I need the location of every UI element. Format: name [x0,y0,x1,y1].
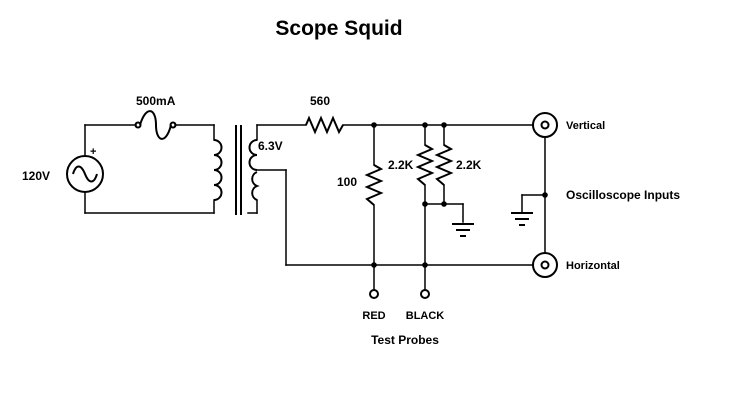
shunt-resistor-label: 100 [337,175,357,189]
divider-resistor-a-symbol [415,144,435,186]
series-resistor-label: 560 [310,94,330,108]
diagram-title: Scope Squid [275,17,402,40]
source-voltage-label: 120V [22,169,50,183]
black-probe-terminal [420,289,430,299]
divider-resistor-a-label: 2.2K [388,158,414,172]
divider-resistor-b-label: 2.2K [456,158,482,172]
divider-ground-icon [452,223,474,237]
secondary-circuit-wires [256,124,546,291]
scope-inputs-label: Oscilloscope Inputs [566,188,680,202]
red-probe-terminal [369,289,379,299]
fuse-symbol [134,110,177,140]
horizontal-input-label: Horizontal [566,260,620,272]
transformer-symbol [213,125,260,215]
horizontal-bnc-connector [532,252,558,278]
scope-ground-icon [511,212,533,226]
probe-red-label: RED [362,310,385,322]
polarity-plus-label: + [90,146,96,158]
test-probes-label: Test Probes [371,333,439,347]
divider-resistor-b-symbol [434,144,454,186]
junction-dots [371,122,548,268]
series-resistor-symbol [305,115,344,135]
shunt-resistor-symbol [364,164,384,206]
probe-black-label: BLACK [406,310,445,322]
secondary-voltage-label: 6.3V [258,139,283,153]
fuse-rating-label: 500mA [136,94,176,108]
vertical-input-label: Vertical [566,120,605,132]
vertical-bnc-connector [532,112,558,138]
primary-circuit-wires [84,124,215,214]
ac-source-symbol: + [66,146,104,193]
